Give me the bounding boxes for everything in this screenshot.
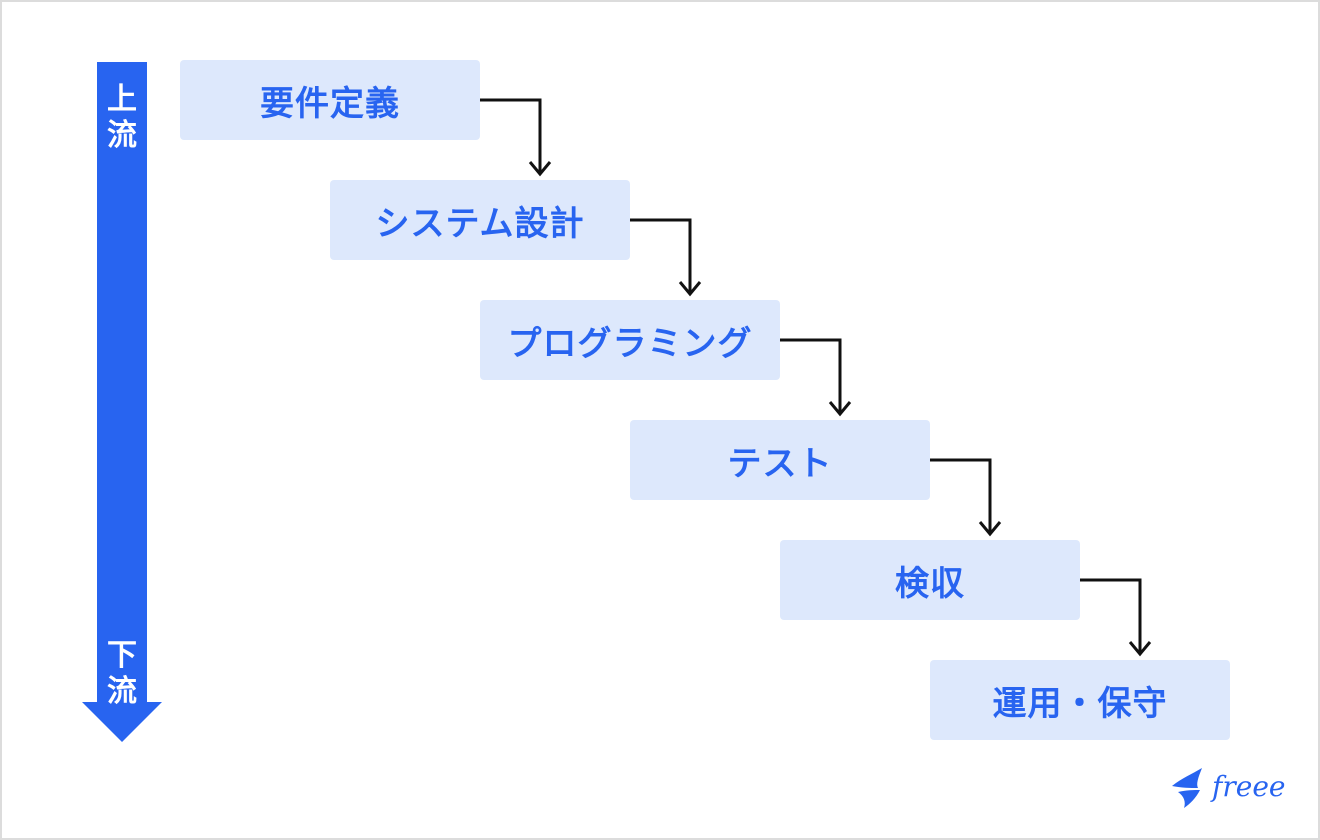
flow-arrow-shape (82, 62, 162, 742)
freee-logo: freee (1168, 762, 1292, 814)
logo-wordmark: freee (1210, 770, 1285, 803)
downstream-char-1: 下 (107, 638, 137, 673)
connector-4 (930, 458, 1002, 537)
step-acceptance: 検収 (780, 540, 1080, 620)
connector-2 (630, 218, 702, 297)
downstream-char-2: 流 (107, 674, 137, 709)
freee-bird-icon: freee (1172, 768, 1285, 808)
connector-5 (1080, 578, 1152, 657)
flow-direction-arrow (82, 62, 162, 742)
connector-1 (480, 98, 552, 177)
upstream-char-2: 流 (107, 118, 137, 153)
step-requirements-definition: 要件定義 (180, 60, 480, 140)
upstream-label: 上 流 (97, 82, 147, 154)
upstream-char-1: 上 (107, 82, 137, 117)
connector-3 (780, 338, 852, 417)
step-operation-maintenance: 運用・保守 (930, 660, 1230, 740)
step-system-design: システム設計 (330, 180, 630, 260)
step-testing: テスト (630, 420, 930, 500)
downstream-label: 下 流 (97, 638, 147, 710)
step-programming: プログラミング (480, 300, 780, 380)
